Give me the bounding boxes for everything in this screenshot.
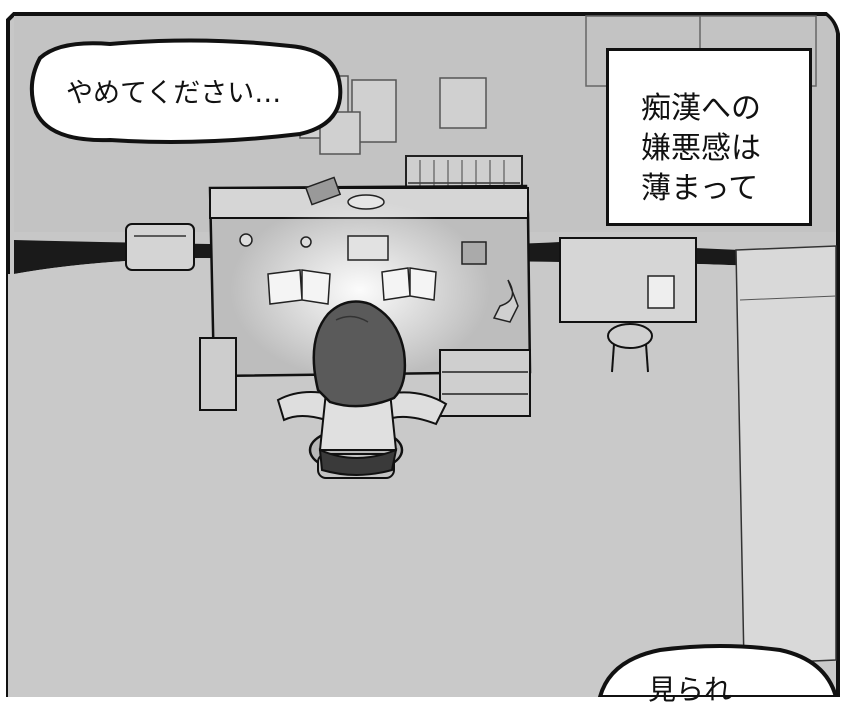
caption-text: 痴漢への 嫌悪感は 薄まって xyxy=(641,89,761,209)
caption-line: 薄まって xyxy=(641,171,759,206)
open-book xyxy=(267,269,331,305)
bottom-bubble-text: 見られ xyxy=(648,673,733,706)
figure-hair xyxy=(312,300,407,408)
open-book xyxy=(381,267,437,301)
speech-bubble-text: やめてください… xyxy=(66,78,282,109)
caption-line: 嫌悪感は xyxy=(641,131,761,166)
speech-bubble xyxy=(29,38,343,144)
lamp-glow xyxy=(230,200,490,380)
phone xyxy=(461,241,487,265)
bed xyxy=(735,245,837,665)
drawer xyxy=(439,349,531,417)
caption-box: 痴漢への 嫌悪感は 薄まって xyxy=(606,48,812,226)
mouse xyxy=(492,279,519,323)
caption-line: 痴漢への xyxy=(641,91,761,126)
notebook xyxy=(347,235,389,261)
box xyxy=(304,176,342,206)
box-left xyxy=(125,223,195,271)
side-table xyxy=(559,237,697,323)
poster xyxy=(439,77,487,129)
stool xyxy=(607,323,653,349)
desk-lamp xyxy=(347,194,385,210)
bottom-bubble xyxy=(597,644,839,697)
